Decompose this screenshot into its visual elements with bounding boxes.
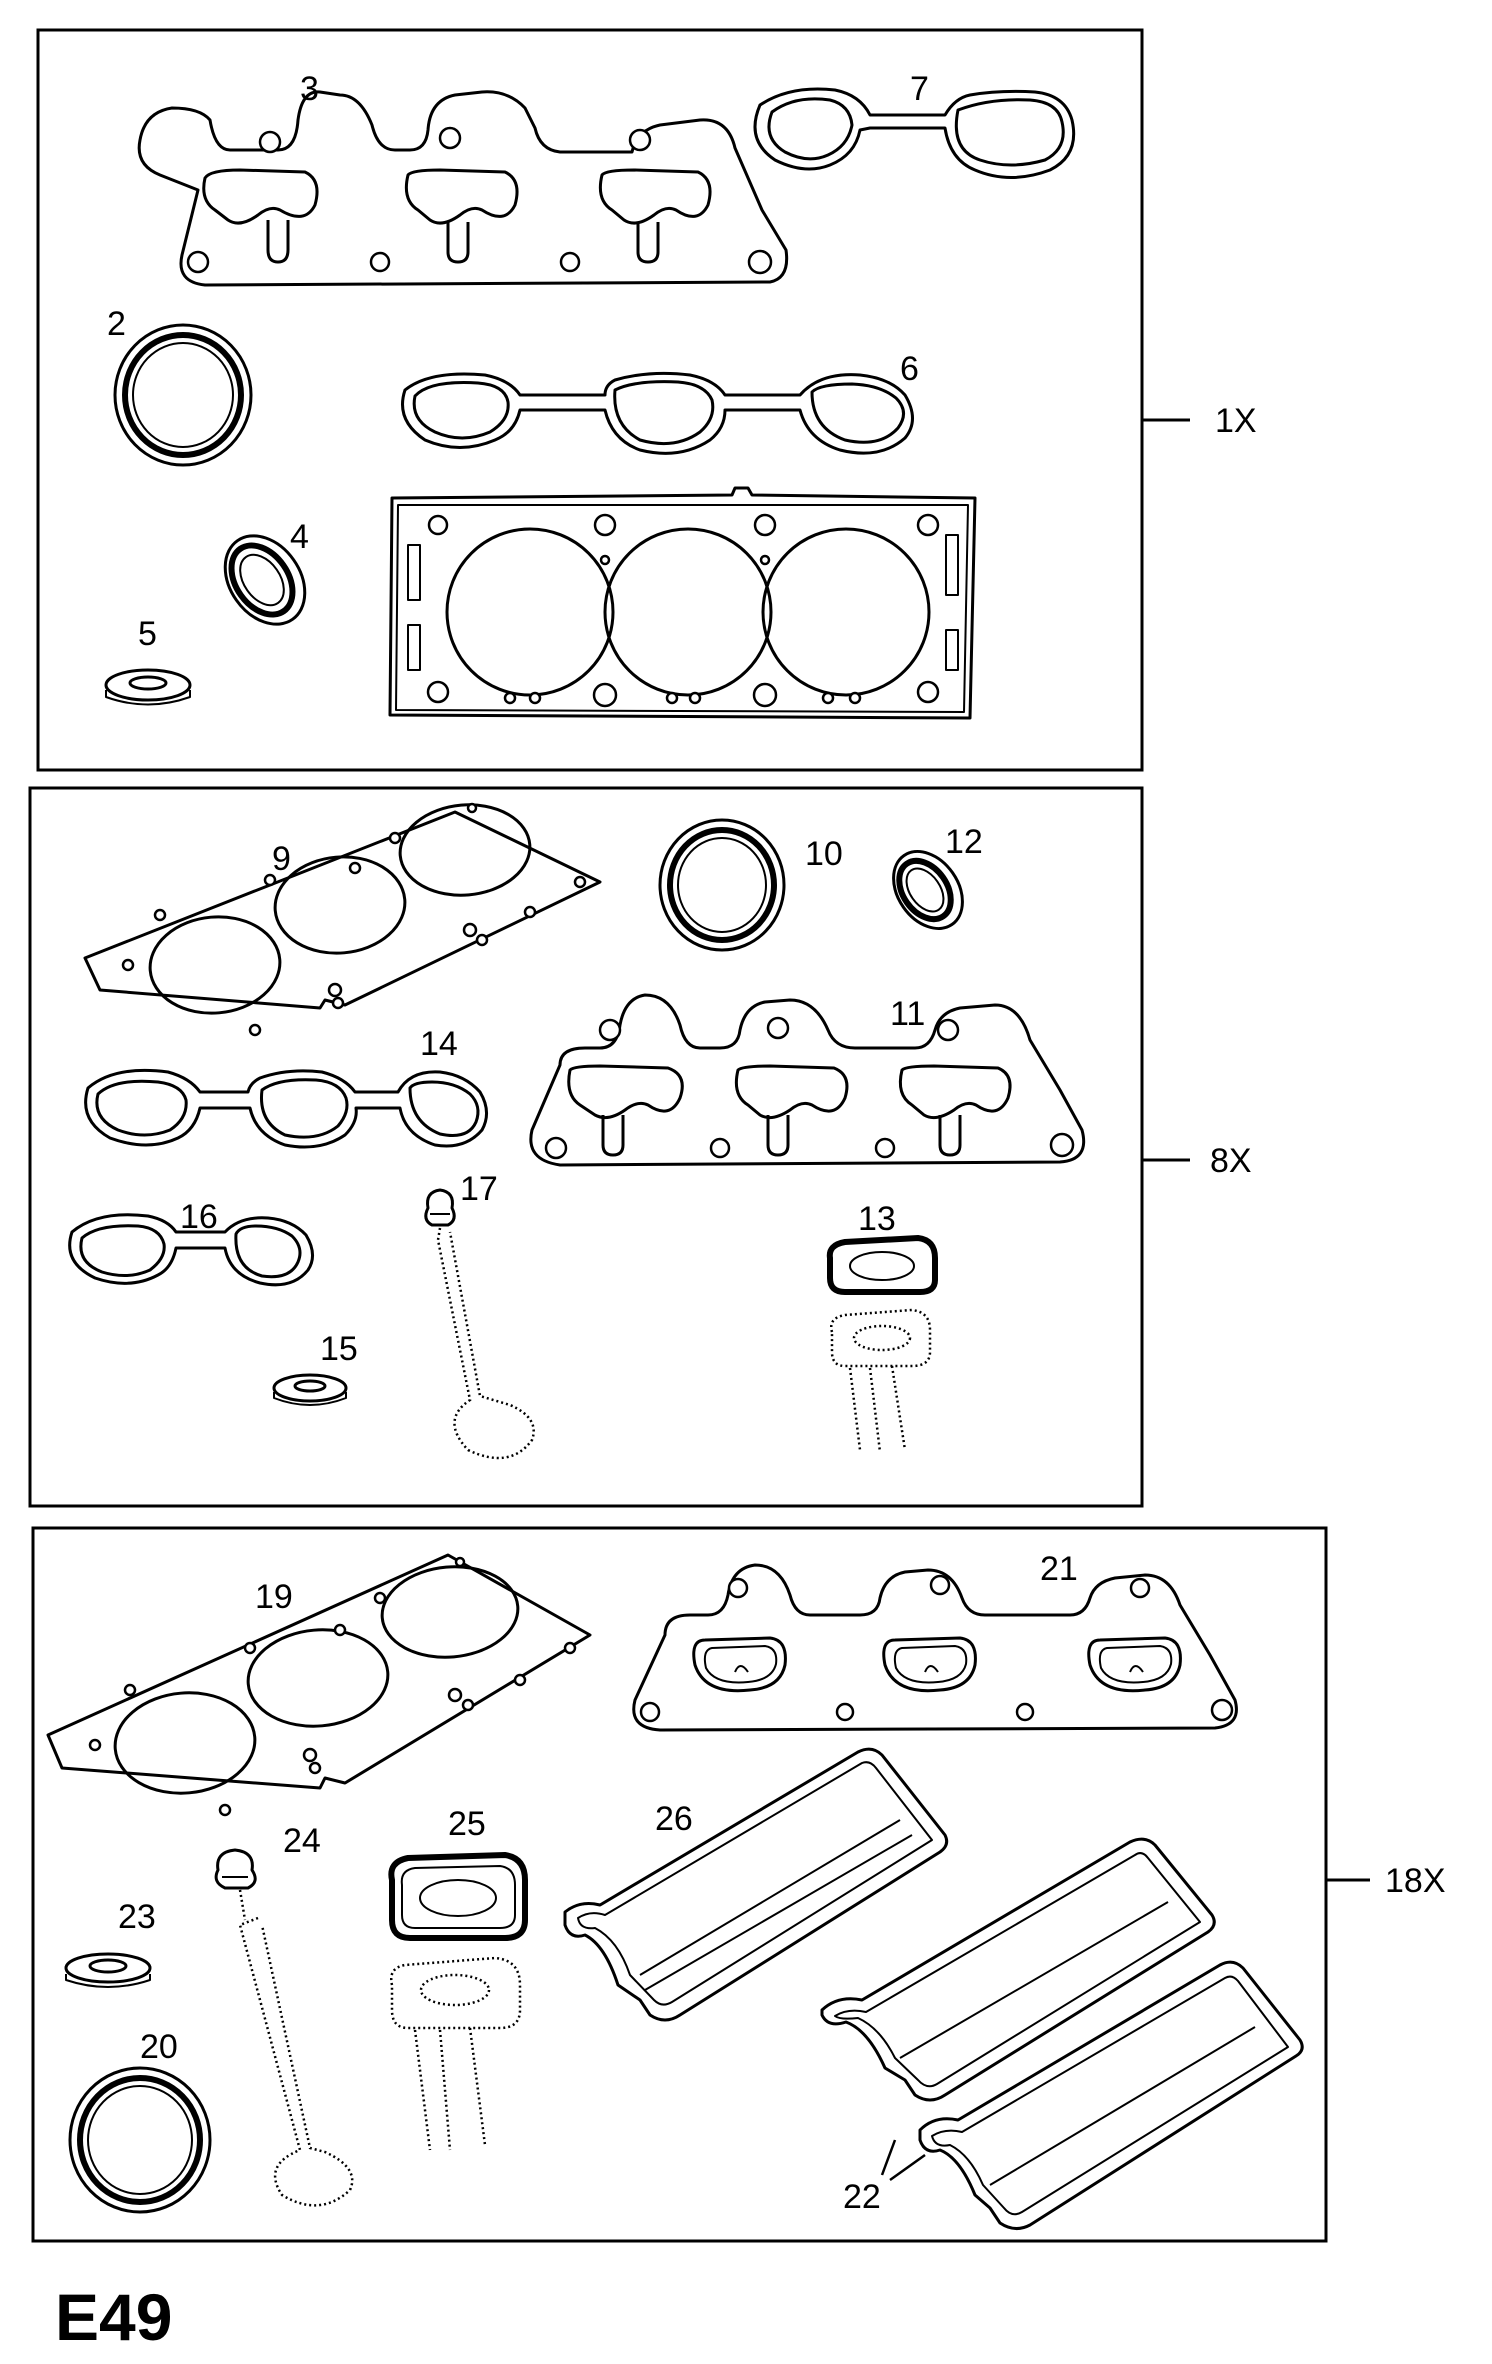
page-code: E49 [55,2280,172,2354]
group-2-frame: 8X [28,786,1252,1508]
part-21-exhaust-manifold-gasket: 21 [632,1550,1238,1732]
part-24-valve-stem-seal: 24 [214,1822,354,2207]
part-22-valve-cover-gasket-b [918,1960,1304,2230]
part-11-exhaust-manifold-gasket: 11 [529,993,1086,1167]
group-1-frame: 1X [36,28,1257,772]
callout-22-leader: 22 [843,2139,926,2216]
callout-16: 17 [460,1170,498,1208]
part-26-valve-cover-gasket: 26 [563,1747,949,2022]
part-10-seal-ring: 10 [658,818,843,952]
part-7-intake-gasket: 7 [753,70,1076,179]
callout-6: 6 [900,350,919,388]
part-9-head-gasket: 9 [83,802,602,1037]
group-3-frame: 18X [31,1526,1446,2243]
part-13-washer: 15 [272,1330,358,1406]
group-2-quantity: 8X [1210,1142,1252,1180]
part-cylinder-head-gasket [388,486,977,720]
callout-13: 15 [320,1330,358,1368]
callout-24: 24 [283,1822,321,1860]
callout-14: 14 [420,1025,458,1063]
part-22-valve-cover-gasket-a [820,1837,1216,2102]
part-23-washer: 23 [64,1898,156,1988]
callout-21: 21 [1040,1550,1078,1588]
part-3-exhaust-manifold-gasket: 3 [137,70,789,287]
callout-2: 2 [107,305,126,343]
callout-20: 20 [140,2028,178,2066]
part-4-oil-seal: 4 [223,518,309,626]
callout-11: 11 [890,995,925,1033]
group-1-border [36,28,1144,772]
group-2-border [28,786,1144,1508]
part-14-intake-gasket: 14 [84,1025,488,1149]
callout-23: 23 [118,1898,156,1936]
callout-4: 4 [290,518,309,556]
part-16-valve-stem-seal: 17 [424,1170,535,1460]
part-17-flange-gasket: 13 [826,1200,938,1453]
callout-22: 22 [843,2178,881,2216]
part-19-head-gasket: 19 [46,1553,592,1817]
group-3-border [31,1526,1328,2243]
callout-19: 19 [255,1578,293,1616]
part-5-washer: 5 [104,615,192,706]
callout-15: 16 [180,1198,218,1236]
part-12-oil-seal: 12 [892,823,983,930]
callout-3: 3 [300,70,319,108]
group-3-quantity: 18X [1385,1862,1446,1900]
part-25-flange-gasket: 25 [388,1805,528,2151]
callout-17: 13 [858,1200,896,1238]
part-15-intake-gasket: 16 [68,1198,314,1287]
callout-9: 9 [272,840,291,878]
callout-26: 26 [655,1800,693,1838]
callout-25: 25 [448,1805,486,1843]
part-20-seal-ring: 20 [68,2028,212,2214]
callout-10: 10 [805,835,843,873]
callout-5: 5 [138,615,157,653]
part-2-seal-ring: 2 [107,305,253,467]
group-1-quantity: 1X [1215,402,1257,440]
callout-12: 12 [945,823,983,861]
callout-7: 7 [910,70,929,108]
part-6-intake-gasket: 6 [401,350,919,455]
